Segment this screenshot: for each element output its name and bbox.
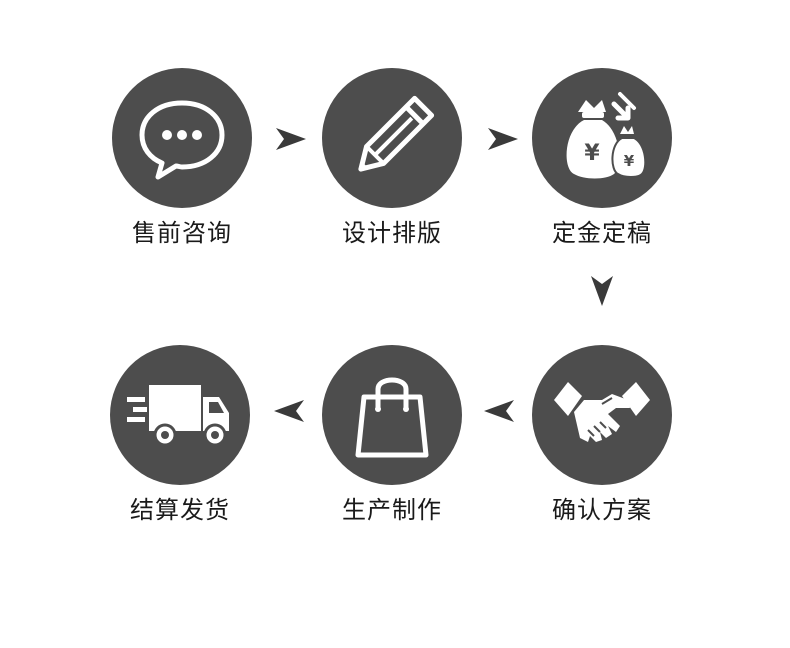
step-circle (532, 345, 672, 485)
pencil-icon (344, 90, 440, 186)
step-label: 设计排版 (342, 219, 442, 247)
step-label: 结算发货 (130, 496, 230, 524)
step-circle (112, 68, 252, 208)
step-label: 确认方案 (552, 496, 652, 524)
step-shipping: 结算发货 (108, 345, 252, 525)
step-circle (110, 345, 250, 485)
step-label: 定金定稿 (552, 219, 652, 247)
step-deposit: ¥ ¥ 定金定稿 (530, 68, 674, 248)
svg-text:¥: ¥ (624, 152, 635, 170)
step-circle: ¥ ¥ (532, 68, 672, 208)
delivery-truck-icon (125, 375, 235, 455)
step-circle (322, 345, 462, 485)
step-label: 售前咨询 (132, 219, 232, 247)
step-design: 设计排版 (320, 68, 464, 248)
chat-bubble-icon (134, 93, 230, 183)
step-label: 生产制作 (342, 496, 442, 524)
step-production: 生产制作 (320, 345, 464, 525)
money-bag-icon: ¥ ¥ (554, 90, 650, 186)
shopping-bag-icon (344, 367, 440, 463)
step-consultation: 售前咨询 (110, 68, 254, 248)
step-confirm: 确认方案 (530, 345, 674, 525)
step-circle (322, 68, 462, 208)
svg-text:¥: ¥ (584, 141, 600, 166)
handshake-icon (550, 370, 654, 460)
